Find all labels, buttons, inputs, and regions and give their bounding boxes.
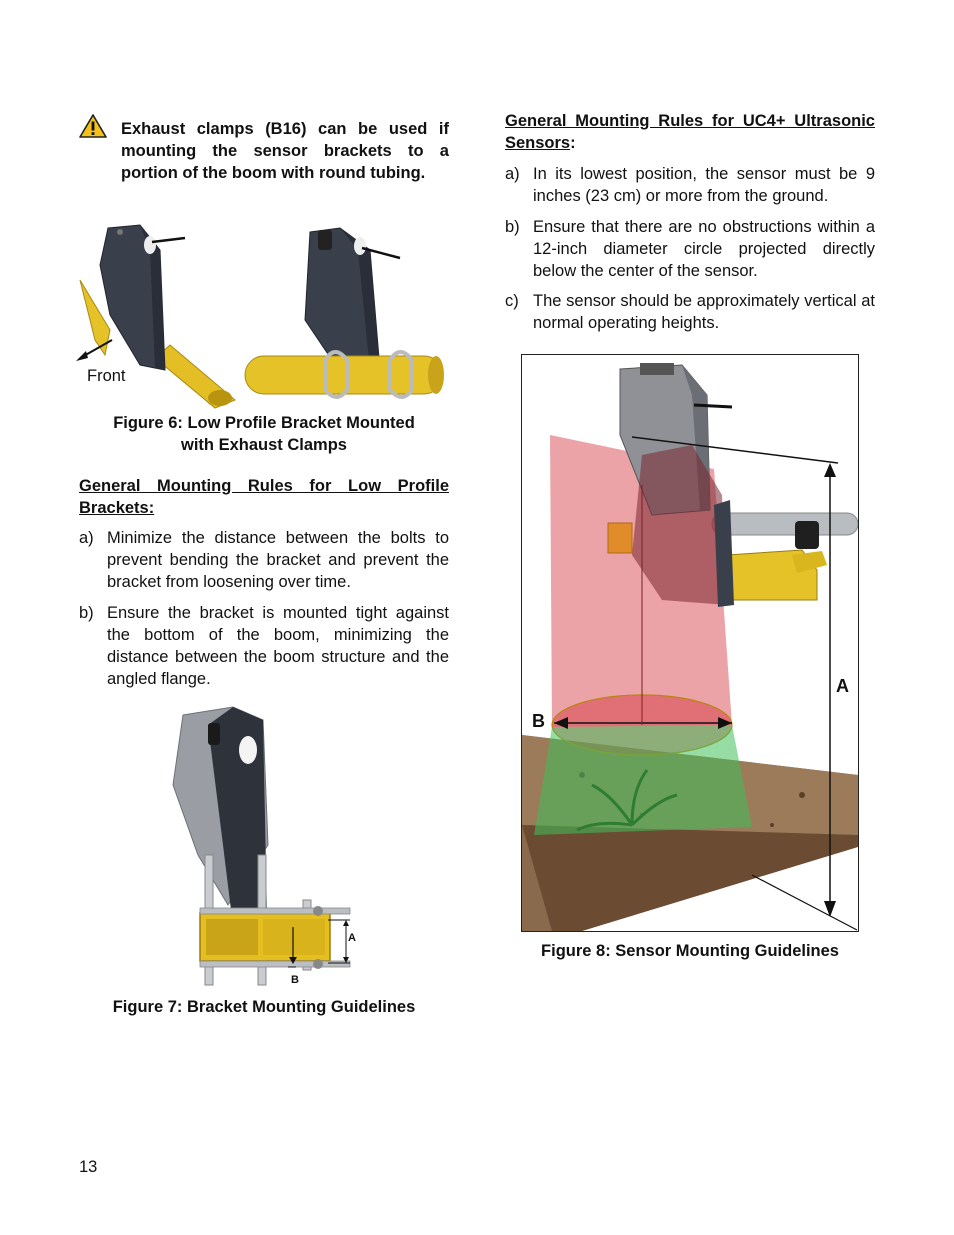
item-text: Minimize the distance between the bolts … <box>107 529 449 591</box>
figure-8-label-b: B <box>532 711 545 731</box>
uc4-item-b: b) Ensure that there are no obstructions… <box>505 216 875 282</box>
item-text: Ensure the bracket is mounted tight agai… <box>107 604 449 688</box>
figure-8-label-a: A <box>836 676 849 696</box>
low-profile-item-a: a) Minimize the distance between the bol… <box>79 527 449 593</box>
warning-text: Exhaust clamps (B16) can be used if moun… <box>121 120 449 182</box>
figure-7-label-a: A <box>348 932 356 944</box>
bracket-right <box>244 227 444 399</box>
bracket-left <box>79 224 236 409</box>
figure-7-label-b: B <box>291 974 299 986</box>
item-text: Ensure that there are no obstructions wi… <box>533 218 875 280</box>
front-label: Front <box>87 367 126 385</box>
low-profile-heading: General Mounting Rules for Low Profile B… <box>79 477 449 517</box>
item-text: The sensor should be approximately verti… <box>533 292 875 332</box>
warning-note: Exhaust clamps (B16) can be used if moun… <box>79 114 449 206</box>
figure-6-caption-line2: with Exhaust Clamps <box>181 436 347 454</box>
item-text: In its lowest position, the sensor must … <box>533 165 875 205</box>
item-label: c) <box>505 292 519 310</box>
figure-7-caption: Figure 7: Bracket Mounting Guidelines <box>112 998 416 1016</box>
figure-8-caption: Figure 8: Sensor Mounting Guidelines <box>541 942 839 960</box>
figure-6-caption: Figure 6: Low Profile Bracket Mounted wi… <box>79 412 449 456</box>
uc4-heading: General Mounting Rules for UC4+ Ultrason… <box>505 110 875 154</box>
uc4-heading-text: General Mounting Rules for UC4+ Ultrason… <box>505 112 875 152</box>
uc4-item-c: c) The sensor should be approximately ve… <box>505 290 875 334</box>
figure-8-illustration <box>521 354 859 932</box>
figure-6-caption-line1: Figure 6: Low Profile Bracket Mounted <box>113 414 415 432</box>
page-number: 13 <box>79 1158 98 1176</box>
low-profile-item-b: b) Ensure the bracket is mounted tight a… <box>79 602 449 690</box>
uc4-item-a: a) In its lowest position, the sensor mu… <box>505 163 875 207</box>
item-label: a) <box>505 165 520 183</box>
warning-triangle-icon <box>79 114 107 138</box>
figure-6-illustration <box>70 220 450 410</box>
uc4-heading-colon: : <box>570 134 576 152</box>
figure-7-illustration <box>168 705 368 995</box>
item-label: a) <box>79 529 94 547</box>
front-arrow <box>76 339 113 361</box>
item-label: b) <box>505 218 520 236</box>
item-label: b) <box>79 604 94 622</box>
